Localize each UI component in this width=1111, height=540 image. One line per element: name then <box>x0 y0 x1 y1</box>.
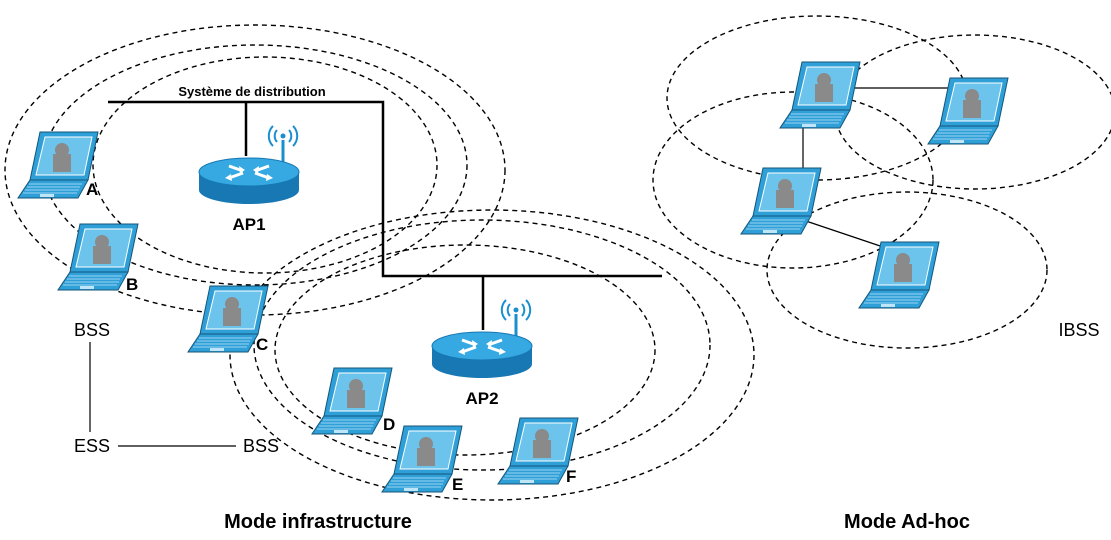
hierarchy-lines <box>89 342 236 447</box>
ess-label: ESS <box>74 436 110 456</box>
laptop-icon <box>779 61 861 129</box>
station-e-label: E <box>452 475 463 494</box>
ap1-label: AP1 <box>232 215 265 234</box>
router-icon <box>197 124 301 206</box>
distribution-system-label: Système de distribution <box>178 84 325 99</box>
station-d-label: D <box>383 415 395 434</box>
laptop-icon <box>381 425 463 493</box>
laptop-icon <box>740 167 822 235</box>
station-c-label: C <box>256 335 268 354</box>
infrastructure-caption: Mode infrastructure <box>224 511 412 533</box>
laptop-icon <box>311 367 393 435</box>
distribution-system-line <box>108 100 662 330</box>
station-b-label: B <box>126 275 138 294</box>
station-a-label: A <box>86 180 98 199</box>
station-f-label: F <box>566 467 576 486</box>
laptop-icon <box>858 241 940 309</box>
bss-label-right: BSS <box>243 436 279 456</box>
ibss-label: IBSS <box>1058 320 1099 340</box>
adhoc-coverage-ellipses <box>652 15 1111 349</box>
ap2-label: AP2 <box>465 389 498 408</box>
bss-label-top: BSS <box>74 320 110 340</box>
bss2-coverage-ellipses <box>229 209 755 501</box>
adhoc-caption: Mode Ad-hoc <box>844 511 970 533</box>
